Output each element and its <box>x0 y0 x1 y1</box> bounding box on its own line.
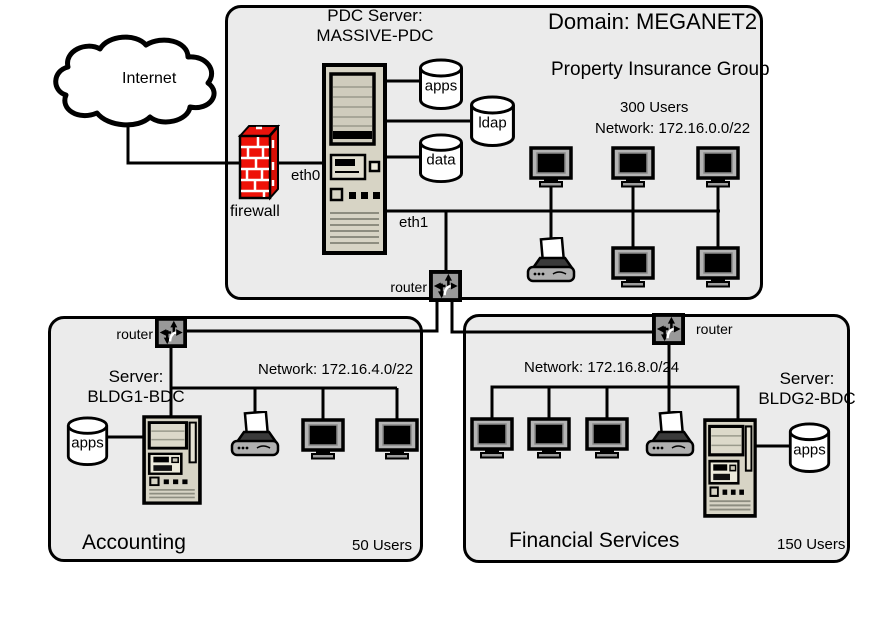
accounting-box <box>48 316 423 562</box>
apps-disk-icon-accounting: apps <box>65 416 110 466</box>
printer-icon <box>644 411 696 459</box>
firewall-icon <box>236 122 280 202</box>
printer-icon <box>229 411 281 459</box>
router-icon-main <box>429 270 462 302</box>
router-label-financial: router <box>696 321 733 337</box>
domain-title: Domain: MEGANET2 <box>548 9 758 34</box>
router-label-accounting: router <box>116 326 153 342</box>
pdc-server-label: PDC Server: MASSIVE-PDC <box>300 6 450 46</box>
workstation-icon <box>301 418 345 460</box>
bldg1-server-label: Server: BLDG1-BDC <box>76 367 196 407</box>
apps-disk-label: apps <box>424 77 458 95</box>
workstation-icon <box>529 146 573 188</box>
workstation-icon <box>470 417 514 459</box>
pdc-server-icon <box>322 63 387 255</box>
bldg2-server-icon <box>703 418 757 518</box>
router-label-main: router <box>390 279 427 295</box>
printer-icon <box>525 237 577 285</box>
workstation-icon <box>611 146 655 188</box>
internet-label: Internet <box>122 70 177 87</box>
router-icon-financial <box>652 313 685 345</box>
apps-disk-label-financial: apps <box>793 441 826 459</box>
financial-network: Network: 172.16.8.0/24 <box>524 359 680 376</box>
domain-box <box>225 5 763 300</box>
ldap-disk-icon: ldap <box>468 95 517 147</box>
financial-name: Financial Services <box>509 529 680 552</box>
internet-cloud-icon <box>50 33 225 133</box>
workstation-icon <box>585 417 629 459</box>
workstation-icon <box>611 246 655 288</box>
accounting-name: Accounting <box>82 531 186 554</box>
firewall-label: firewall <box>230 203 280 220</box>
eth1-label: eth1 <box>399 214 429 231</box>
accounting-users: 50 Users <box>352 537 413 554</box>
financial-users: 150 Users <box>777 536 846 553</box>
group-name: Property Insurance Group <box>551 59 770 80</box>
bldg1-server-label-line2: BLDG1-BDC <box>87 387 185 406</box>
main-users: 300 Users <box>620 99 689 116</box>
data-disk-icon: data <box>417 133 465 183</box>
workstation-icon <box>696 246 740 288</box>
workstation-icon <box>375 418 419 460</box>
bldg1-server-label-line1: Server: <box>108 367 164 386</box>
bldg1-server-icon <box>142 415 202 505</box>
bldg2-server-label: Server: BLDG2-BDC <box>747 369 867 409</box>
apps-disk-label-accounting: apps <box>71 434 104 452</box>
main-network: Network: 172.16.0.0/22 <box>595 120 751 137</box>
data-disk-label: data <box>426 151 456 169</box>
accounting-network: Network: 172.16.4.0/22 <box>258 361 414 378</box>
apps-disk-icon-financial: apps <box>787 422 832 473</box>
bldg2-server-label-line2: BLDG2-BDC <box>758 389 856 408</box>
workstation-icon <box>527 417 571 459</box>
ldap-disk-label: ldap <box>478 114 507 132</box>
eth0-label: eth0 <box>291 167 321 184</box>
workstation-icon <box>696 146 740 188</box>
apps-disk-icon: apps <box>417 58 465 110</box>
router-icon-accounting <box>155 317 187 348</box>
pdc-server-label-line1: PDC Server: <box>327 6 423 25</box>
pdc-server-label-line2: MASSIVE-PDC <box>316 26 434 45</box>
bldg2-server-label-line1: Server: <box>779 369 835 388</box>
